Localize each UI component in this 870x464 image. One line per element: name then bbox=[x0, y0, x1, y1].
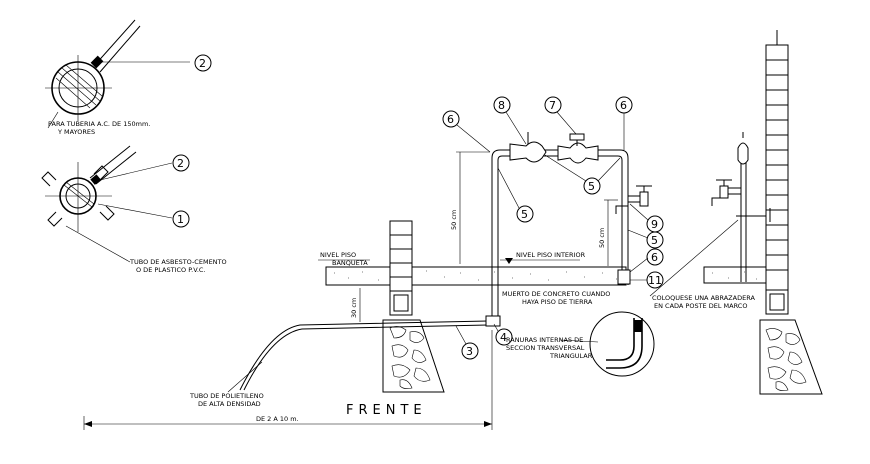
callout-8-text: 8 bbox=[498, 99, 505, 112]
detail-small-pipe-clamp bbox=[41, 145, 173, 263]
callout-4: 4 bbox=[493, 323, 513, 346]
right-riser-assembly bbox=[649, 132, 771, 297]
label-ranuras: RANURAS INTERNAS DE bbox=[506, 336, 583, 344]
callout-4-text: 4 bbox=[500, 331, 507, 344]
callout-5-riser: 5 bbox=[497, 167, 534, 223]
callout-8: 8 bbox=[493, 96, 527, 145]
callout-6-left-text: 6 bbox=[447, 113, 454, 126]
detail-large-pipe-clamp bbox=[45, 19, 190, 129]
right-wall bbox=[703, 30, 823, 395]
callout-6-right-text: 6 bbox=[651, 251, 658, 264]
dim-50-b: 50 cm bbox=[598, 228, 606, 248]
callout-9-text: 9 bbox=[651, 218, 658, 231]
callout-5-manifold: 5 bbox=[544, 154, 621, 195]
callout-5-riser-text: 5 bbox=[521, 208, 528, 221]
left-wall bbox=[382, 220, 445, 393]
callout-2-mid-text: 2 bbox=[177, 157, 184, 170]
label-banqueta: BANQUETA bbox=[332, 259, 368, 267]
callout-1: 1 bbox=[172, 210, 190, 228]
label-tubo-asbesto: TUBO DE ASBESTO-CEMENTO bbox=[129, 258, 227, 266]
polyethylene-pipe bbox=[227, 320, 489, 393]
callout-1-text: 1 bbox=[177, 213, 184, 226]
label-polietileno: TUBO DE POLIETILENO bbox=[189, 392, 264, 400]
label-pipe-ac-2: Y MAYORES bbox=[57, 128, 95, 136]
callout-6-top-right-text: 6 bbox=[620, 99, 627, 112]
label-nivel-piso: NIVEL PISO bbox=[320, 251, 356, 259]
label-abrazadera-2: EN CADA POSTE DEL MARCO bbox=[654, 302, 747, 310]
callout-3: 3 bbox=[455, 325, 479, 360]
callout-2-top-text: 2 bbox=[199, 57, 206, 70]
callout-6-left: 6 bbox=[442, 110, 491, 153]
dim-50-a: 50 cm bbox=[450, 210, 458, 230]
label-distancia: DE 2 A 10 m. bbox=[256, 415, 299, 423]
dimension-frente bbox=[83, 330, 493, 430]
label-ranuras-3: TRIANGULAR bbox=[549, 352, 593, 360]
label-nivel-interior: NIVEL PISO INTERIOR bbox=[516, 251, 586, 259]
label-pipe-ac: PARA TUBERIA A.C. DE 150mm. bbox=[48, 120, 150, 128]
label-muerto: MUERTO DE CONCRETO CUANDO bbox=[502, 290, 610, 298]
callout-7: 7 bbox=[544, 96, 577, 135]
label-abrazadera: COLOQUESE UNA ABRAZADERA bbox=[652, 294, 755, 302]
callout-6-top-right: 6 bbox=[615, 96, 633, 150]
callout-5-right: 5 bbox=[627, 229, 664, 249]
callout-2-mid: 2 bbox=[172, 154, 190, 172]
callout-2-top: 2 bbox=[194, 54, 212, 72]
callout-6-right: 6 bbox=[629, 248, 664, 273]
callout-11: 11 bbox=[630, 271, 664, 289]
riser-assembly bbox=[359, 132, 652, 327]
callout-3-text: 3 bbox=[466, 345, 473, 358]
label-ranuras-2: SECCION TRANSVERSAL bbox=[506, 344, 585, 352]
label-polietileno-2: DE ALTA DENSIDAD bbox=[198, 400, 261, 408]
callout-5-right-text: 5 bbox=[651, 234, 658, 247]
callout-5-manifold-text: 5 bbox=[588, 180, 595, 193]
callout-7-text: 7 bbox=[549, 99, 556, 112]
label-muerto-2: HAYA PISO DE TIERRA bbox=[522, 298, 593, 306]
callout-11-text: 11 bbox=[648, 274, 662, 287]
callout-9: 9 bbox=[629, 203, 664, 233]
label-frente: FRENTE bbox=[346, 403, 427, 418]
detail-grooves-circle bbox=[559, 311, 655, 377]
label-tubo-asbesto-2: O DE PLASTICO P.V.C. bbox=[136, 266, 206, 274]
dim-30: 30 cm bbox=[350, 298, 358, 318]
